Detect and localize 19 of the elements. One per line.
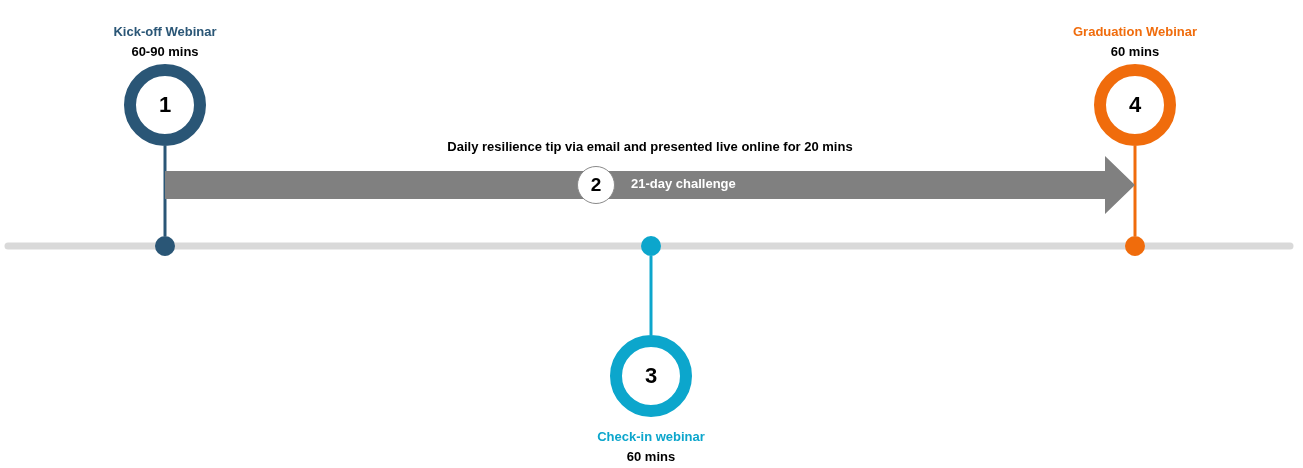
step-number: 2 bbox=[590, 174, 602, 196]
milestone-title: Kick-off Webinar bbox=[113, 24, 217, 39]
step-number: 3 bbox=[644, 363, 658, 389]
milestone-title: Check-in webinar bbox=[597, 429, 705, 444]
number-badge bbox=[577, 166, 615, 204]
connector-line bbox=[1133, 146, 1137, 236]
step-number: 1 bbox=[158, 92, 172, 118]
duration-text: 60-90 mins bbox=[131, 44, 199, 59]
milestone-title: Graduation Webinar bbox=[1073, 24, 1197, 39]
challenge-label: 21-day challenge bbox=[631, 176, 736, 191]
connector-line bbox=[163, 146, 167, 236]
step-number: 4 bbox=[1128, 92, 1142, 118]
timeline-dot bbox=[1125, 236, 1145, 256]
timeline-dot bbox=[155, 236, 175, 256]
description-text: Daily resilience tip via email and presented live online for 20 mins bbox=[447, 139, 853, 154]
timeline-dot bbox=[641, 236, 661, 256]
duration-text: 60 mins bbox=[626, 449, 676, 464]
connector-line bbox=[649, 256, 653, 335]
duration-text: 60 mins bbox=[1110, 44, 1160, 59]
